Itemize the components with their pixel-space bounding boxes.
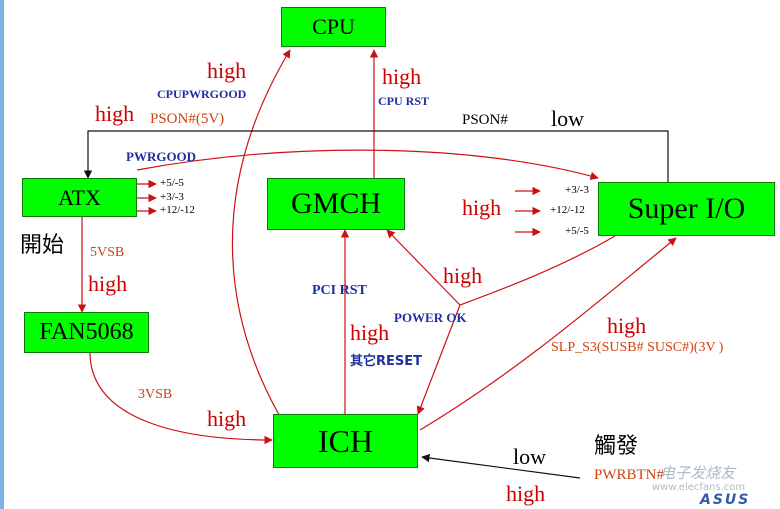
fan5068-block: FAN5068 (24, 312, 149, 353)
high-sio-volt: high (462, 195, 502, 220)
gmch-label: GMCH (290, 187, 381, 220)
atx-block: ATX (22, 178, 137, 217)
watermark-text: 电子发烧友 (660, 464, 736, 482)
gmch-block: GMCH (267, 178, 405, 230)
atx-out-3: +3/-3 (160, 191, 184, 203)
vsb3-label: 3VSB (138, 387, 173, 402)
vsb3-line (89, 351, 273, 445)
high-cpu-rst: high (382, 64, 422, 89)
superio-label: Super I/O (627, 192, 746, 225)
pson-sio-label: PSON# (462, 112, 508, 128)
sio-out-5: +5/-5 (565, 225, 589, 237)
pson-line (83, 130, 669, 182)
power-ok-label: POWER OK (394, 310, 467, 325)
atx-out-5: +5/-5 (160, 177, 184, 189)
superio-block: Super I/O (598, 182, 775, 236)
high-ich: high (207, 406, 247, 431)
left-accent-bar (0, 0, 4, 509)
cpu-block: CPU (281, 7, 386, 47)
other-reset-label: 其它RESET (350, 354, 423, 369)
ich-label: ICH (317, 422, 374, 459)
cpu-label: CPU (312, 14, 355, 39)
watermark-url: www.elecfans.com (652, 482, 746, 493)
slp-s3-line (419, 237, 677, 431)
cpupwrgood-label: CPUPWRGOOD (157, 87, 247, 101)
atx-label: ATX (58, 184, 101, 210)
low-pson: low (551, 106, 584, 131)
high-cpupwrgood: high (207, 58, 247, 83)
low-pwrbtn: low (513, 444, 546, 469)
cpu-rst-label: CPU RST (378, 94, 430, 108)
trigger-label: 觸發 (594, 434, 639, 459)
pwrbtn-label: PWRBTN# (594, 467, 665, 483)
high-pson: high (95, 101, 135, 126)
high-slp: high (607, 313, 647, 338)
ich-block: ICH (273, 414, 418, 468)
sio-out-12: +12/-12 (550, 204, 585, 216)
high-power-ok: high (443, 263, 483, 288)
sio-out-3: +3/-3 (565, 184, 589, 196)
slp-s3-label: SLP_S3(SUSB# SUSC#)(3V ) (551, 340, 724, 355)
pwrgood-line (136, 149, 599, 181)
atx-out-12: +12/-12 (160, 204, 195, 216)
vsb5-label: 5VSB (90, 245, 125, 260)
high-fan: high (88, 271, 128, 296)
start-label: 開始 (20, 233, 65, 258)
high-other-reset: high (350, 320, 390, 345)
pci-rst-label: PCI RST (312, 283, 367, 298)
pwrbtn-line (421, 453, 581, 479)
high-pwrbtn: high (506, 481, 546, 506)
power-ok-line (459, 235, 616, 306)
pwrgood-label: PWRGOOD (126, 149, 197, 164)
pson-5v-label: PSON#(5V) (150, 111, 225, 127)
asus-logo: ASUS (700, 492, 751, 508)
fan5068-label: FAN5068 (39, 319, 134, 345)
cpupwrgood-line (231, 49, 291, 421)
